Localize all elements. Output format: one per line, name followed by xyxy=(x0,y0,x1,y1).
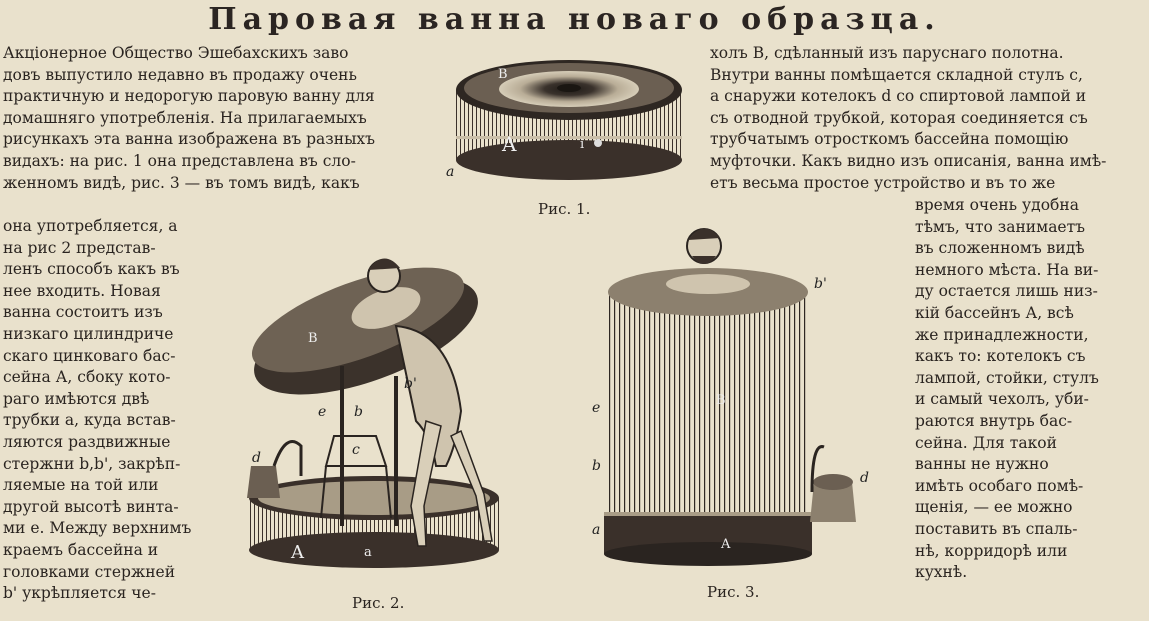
text-line: а снаружи котелокъ d со спиртовой лампой… xyxy=(710,87,1087,106)
text-line: ду остается лишь низ- xyxy=(915,282,1098,301)
figure-2-caption: Рис. 2. xyxy=(352,594,405,612)
text-line: нее входить. Новая xyxy=(3,281,161,300)
left-column-narrow: она употребляется, а на рис 2 представ- … xyxy=(3,216,218,605)
figure-3-label: b xyxy=(592,458,601,474)
text-line: довъ выпустило недавно въ продажу очень xyxy=(3,65,357,84)
text-line: ленъ способъ какъ въ xyxy=(3,260,180,279)
figure-2-label: d xyxy=(252,450,261,466)
text-line: ляются раздвижные xyxy=(3,432,171,451)
figure-2-label: b xyxy=(354,404,363,420)
figure-3-label: A xyxy=(720,537,731,552)
text-line: имѣть особаго помѣ- xyxy=(915,476,1084,495)
right-column-top: холъ В, сдѣланный изъ паруснаго полотна.… xyxy=(710,43,1130,194)
left-column-top: Акціонерное Общество Эшебахскихъ заво до… xyxy=(3,43,421,194)
text-line: b' укрѣпляется че- xyxy=(3,584,156,603)
right-column-narrow: время очень удобна тѣмъ, что занимаетъ в… xyxy=(915,195,1130,584)
article-title: Паровая ванна новаго образца. xyxy=(208,2,941,37)
figure-2-label: A xyxy=(290,542,305,563)
figure-1-label: i xyxy=(580,137,584,152)
text-line: холъ В, сдѣланный изъ паруснаго полотна. xyxy=(710,44,1064,62)
text-line: щенія, — ее можно xyxy=(915,498,1073,517)
figure-1-folded-bath: B A a i xyxy=(440,48,690,183)
text-line: Внутри ванны помѣщается складной стулъ с… xyxy=(710,65,1083,84)
figure-1-label: a xyxy=(446,164,454,180)
text-line: лампой, стойки, стулъ xyxy=(915,368,1099,387)
text-line: рисункахъ эта ванна изображена въ разных… xyxy=(3,130,376,149)
text-line: же принадлежности, xyxy=(915,325,1089,344)
figure-2-label: B xyxy=(308,331,318,346)
text-line: какъ то: котелокъ съ xyxy=(915,347,1086,366)
figure-3-label: a xyxy=(592,522,600,538)
figure-2-engraving: B A a b b' c d e xyxy=(247,258,499,568)
text-line: на рис 2 представ- xyxy=(3,238,156,257)
text-line: нѣ, корридорѣ или xyxy=(915,541,1068,560)
text-line: видахъ: на рис. 1 она представлена въ сл… xyxy=(3,151,356,170)
text-line: и самый чехолъ, уби- xyxy=(915,390,1089,409)
text-line: время очень удобна xyxy=(915,196,1079,214)
text-line: практичную и недорогую паровую ванну для xyxy=(3,87,375,106)
text-line: головками стержней xyxy=(3,562,176,581)
text-line: поставить въ спаль- xyxy=(915,519,1078,538)
text-line: кій бассейнъ А, всѣ xyxy=(915,303,1074,322)
figure-3-bath-in-use: B A a b b' d e xyxy=(584,212,884,572)
text-line: она употребляется, а xyxy=(3,217,178,235)
text-line: раго имѣются двѣ xyxy=(3,389,150,408)
text-line: другой высотѣ винта- xyxy=(3,497,179,516)
figure-3-label: d xyxy=(860,470,869,486)
text-line: стержни b,b', закрѣп- xyxy=(3,454,181,473)
figure-1-engraving: B A a i xyxy=(446,60,682,180)
text-line: сейна А, сбоку кото- xyxy=(3,368,171,387)
text-line: ванна состоитъ изъ xyxy=(3,303,163,322)
figure-2-entering-bath: B A a b b' c d e xyxy=(246,236,506,576)
figure-3-engraving: B A a b b' d e xyxy=(592,228,869,566)
figure-2-label: e xyxy=(318,404,326,420)
figure-3-label: B xyxy=(716,393,726,408)
figure-1-caption: Рис. 1. xyxy=(538,200,591,218)
text-line: кухнѣ. xyxy=(915,563,968,582)
figure-1-label: B xyxy=(498,67,508,82)
text-line: ляемые на той или xyxy=(3,476,159,495)
text-line: низкаго цилиндриче xyxy=(3,324,174,343)
text-line: съ отводной трубкой, которая соединяется… xyxy=(710,108,1088,127)
text-line: муфточки. Какъ видно изъ описанія, ванна… xyxy=(710,151,1107,170)
text-line: краемъ бассейна и xyxy=(3,540,159,559)
text-line: женномъ видѣ, рис. 3 — въ томъ видѣ, как… xyxy=(3,173,360,192)
text-line: тѣмъ, что занимаетъ xyxy=(915,217,1086,236)
figure-3-caption: Рис. 3. xyxy=(707,583,760,601)
text-line: трубчатымъ отросткомъ бассейна помощію xyxy=(710,130,1069,149)
text-line: немного мѣста. На ви- xyxy=(915,260,1099,279)
text-line: сейна. Для такой xyxy=(915,433,1057,452)
text-line: трубки а, куда встав- xyxy=(3,411,176,430)
figure-1-label: A xyxy=(501,132,517,156)
figure-2-label: a xyxy=(364,545,372,560)
text-line: Акціонерное Общество Эшебахскихъ заво xyxy=(3,44,349,62)
figure-2-label: c xyxy=(352,442,360,458)
text-line: скаго цинковаго бас- xyxy=(3,346,176,365)
text-line: етъ весьма простое устройство и въ то же xyxy=(710,173,1056,192)
text-line: въ сложенномъ видѣ xyxy=(915,239,1085,258)
text-line: раются внутрь бас- xyxy=(915,411,1073,430)
figure-3-label: e xyxy=(592,400,600,416)
text-line: ми е. Между верхнимъ xyxy=(3,519,192,538)
text-line: домашняго употребленія. На прилагаемыхъ xyxy=(3,108,367,127)
figure-3-label: b' xyxy=(814,276,827,292)
text-line: ванны не нужно xyxy=(915,455,1049,474)
figure-2-label: b' xyxy=(404,376,417,392)
